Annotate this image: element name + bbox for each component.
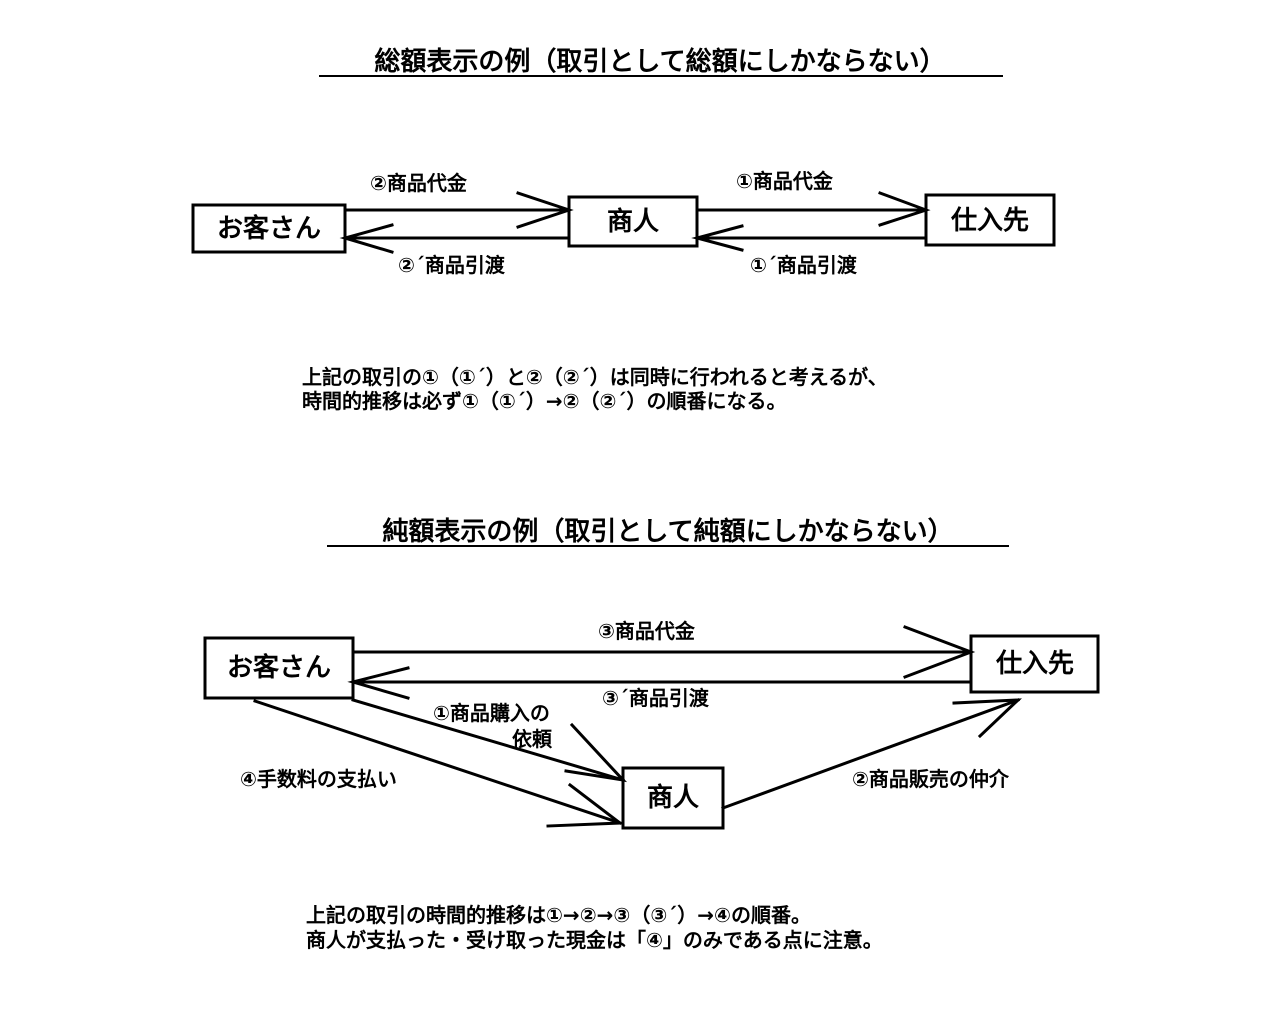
net-customer-label: お客さん — [227, 652, 331, 683]
net-supplier-label: 仕入先 — [995, 649, 1074, 679]
net-arrow-fee-4 — [253, 699, 625, 828]
net-note-line-1: 上記の取引の時間的推移は①→②→③（③´）→④の順番。 — [306, 903, 811, 927]
net-customer-box — [203, 636, 355, 700]
gross-supplier-box — [924, 193, 1056, 247]
gross-customer-box — [191, 203, 347, 254]
gross-payment-2-label: ②商品代金 — [370, 171, 468, 195]
net-arrow-request-1 — [351, 698, 628, 783]
net-brokerage-2-label: ②商品販売の仲介 — [852, 767, 1010, 791]
gross-delivery-2-label: ②´商品引渡 — [398, 253, 506, 277]
gross-arrow-delivery-2 — [339, 223, 571, 254]
gross-payment-1-label: ①商品代金 — [736, 169, 834, 193]
gross-arrow-payment-2 — [343, 191, 574, 229]
net-title: 純額表示の例（取引として純額にしかならない） — [382, 516, 953, 547]
net-arrow-delivery-3 — [347, 666, 973, 700]
net-note-line-2: 商人が支払った・受け取った現金は「④」のみである点に注意。 — [306, 928, 883, 952]
gross-title: 総額表示の例（取引として総額にしかならない） — [374, 46, 945, 77]
net-supplier-box — [969, 634, 1100, 694]
gross-merchant-label: 商人 — [607, 206, 659, 237]
net-arrow-payment-3 — [351, 625, 976, 679]
gross-merchant-box — [567, 195, 699, 248]
gross-note-line-1: 上記の取引の①（①´）と②（②´）は同時に行われると考えるが、 — [302, 365, 888, 389]
gross-arrow-payment-1 — [695, 191, 931, 227]
net-merchant-box — [621, 766, 725, 830]
gross-supplier-label: 仕入先 — [950, 206, 1029, 236]
net-delivery-3-label: ③´商品引渡 — [602, 686, 710, 710]
gross-delivery-1-label: ①´商品引渡 — [750, 253, 858, 277]
net-request-1-label-line-2: 依頼 — [512, 727, 553, 751]
gross-note-line-2: 時間的推移は必ず①（①´）→②（②´）の順番になる。 — [302, 389, 787, 413]
gross-customer-label: お客さん — [217, 213, 321, 244]
net-request-1-label-line-1: ①商品購入の — [433, 701, 550, 725]
net-merchant-label: 商人 — [647, 782, 699, 813]
net-arrow-brokerage-2 — [721, 698, 1022, 810]
net-fee-4-label: ④手数料の支払い — [240, 767, 397, 791]
net-payment-3-label: ③商品代金 — [598, 619, 696, 643]
gross-arrow-delivery-1 — [691, 224, 928, 252]
